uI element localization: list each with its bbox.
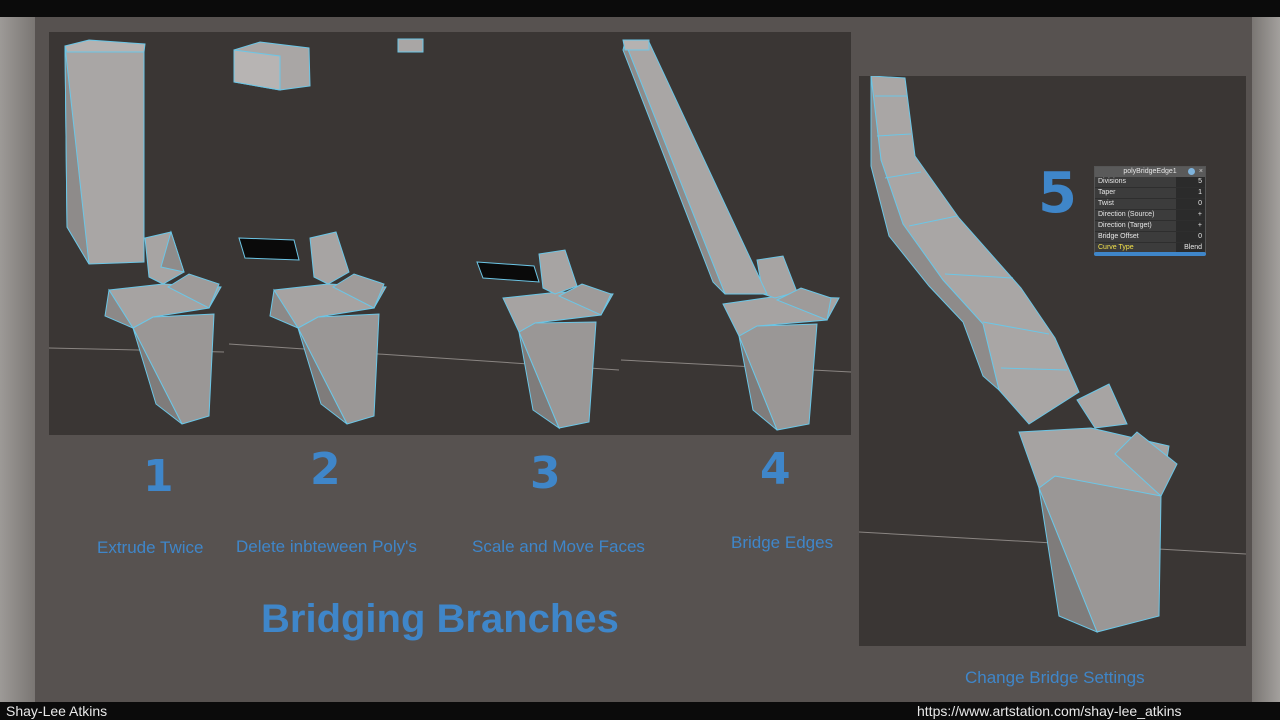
left-margin — [0, 17, 35, 702]
attribute-panel: polyBridgeEdge1 × Divisions 5 Taper 1 Tw… — [1094, 166, 1206, 254]
attribute-value-field[interactable]: 0 — [1176, 232, 1205, 242]
step-5-render — [859, 76, 1246, 633]
attribute-label: Divisions — [1098, 178, 1127, 185]
attribute-value-field[interactable]: 1 — [1176, 188, 1205, 198]
attribute-value-field[interactable]: + — [1176, 210, 1205, 220]
attribute-label: Direction (Target) — [1098, 222, 1152, 229]
attribute-label: Bridge Offset — [1098, 233, 1139, 240]
right-margin — [1252, 17, 1280, 702]
caption-step-4: Bridge Edges — [731, 533, 834, 552]
top-bar — [0, 0, 1280, 17]
highlight-underline — [1094, 252, 1206, 256]
attribute-row: Bridge Offset 0 — [1095, 232, 1205, 243]
caption-step-2: Delete inbteween Poly's — [236, 537, 417, 556]
step-number-3: 3 — [530, 448, 561, 499]
page-title: Bridging Branches — [261, 597, 619, 641]
steps-1-4-render — [49, 38, 851, 431]
close-icon[interactable]: × — [1198, 168, 1203, 175]
attribute-value-field[interactable]: 0 — [1176, 199, 1205, 209]
attribute-row: Direction (Source) + — [1095, 210, 1205, 221]
attribute-label: Curve Type — [1098, 244, 1134, 251]
caption-step-5: Change Bridge Settings — [965, 668, 1145, 687]
author-url-link[interactable]: https://www.artstation.com/shay-lee_atki… — [917, 703, 1182, 719]
step-number-2: 2 — [310, 444, 341, 495]
caption-step-3: Scale and Move Faces — [472, 537, 645, 556]
step-number-5: 5 — [1038, 161, 1077, 226]
viewport-steps-1-4 — [49, 32, 851, 435]
attribute-row: Twist 0 — [1095, 199, 1205, 210]
attribute-panel-header: polyBridgeEdge1 × — [1095, 167, 1205, 177]
attribute-value-field[interactable]: + — [1176, 221, 1205, 231]
footer-bar: Shay-Lee Atkins https://www.artstation.c… — [0, 702, 1280, 720]
author-name: Shay-Lee Atkins — [6, 703, 108, 719]
attribute-value-field[interactable]: Blend — [1176, 243, 1205, 253]
step-number-4: 4 — [760, 444, 791, 495]
settings-icon[interactable] — [1188, 168, 1195, 175]
attribute-value-field[interactable]: 5 — [1176, 177, 1205, 187]
attribute-panel-title: polyBridgeEdge1 — [1123, 168, 1177, 175]
attribute-row: Direction (Target) + — [1095, 221, 1205, 232]
attribute-label: Direction (Source) — [1098, 211, 1155, 218]
step-number-1: 1 — [143, 451, 174, 502]
attribute-row: Divisions 5 — [1095, 177, 1205, 188]
attribute-row: Taper 1 — [1095, 188, 1205, 199]
caption-step-1: Extrude Twice — [97, 538, 204, 557]
attribute-label: Taper — [1098, 189, 1116, 196]
attribute-label: Twist — [1098, 200, 1114, 207]
